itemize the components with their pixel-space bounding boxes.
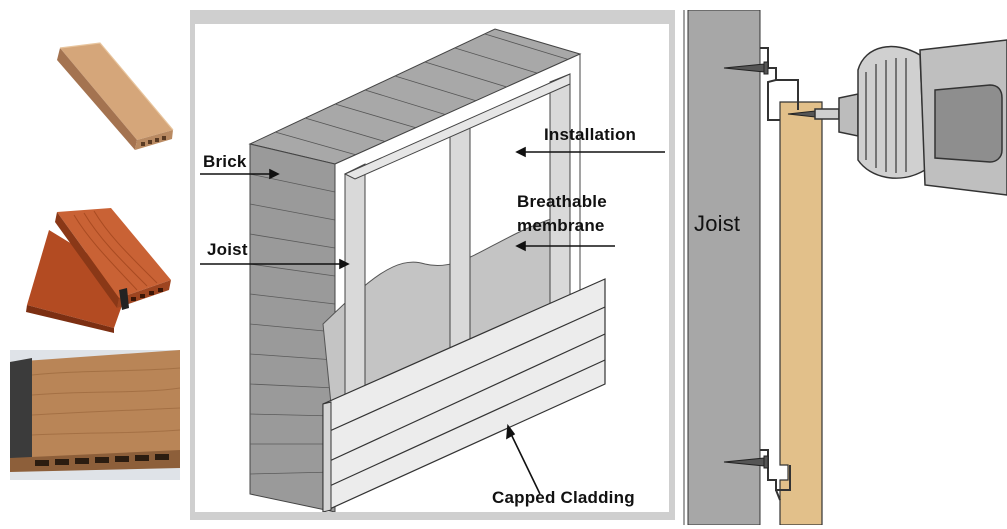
product-samples-column (0, 0, 185, 529)
label-detail-joist: Joist (694, 211, 741, 236)
label-capped-cladding: Capped Cladding (492, 488, 635, 507)
wall-section-diagram: Brick Joist Installation Breathable memb… (195, 24, 669, 512)
label-brick: Brick (203, 152, 247, 171)
wpc-board-light-brown-image (57, 42, 174, 150)
label-membrane: membrane (517, 216, 605, 235)
screw-icon (723, 455, 769, 469)
label-installation: Installation (544, 125, 637, 144)
fixing-detail-drawing (683, 10, 1007, 525)
drill-icon (814, 39, 1007, 196)
label-joist: Joist (207, 240, 248, 259)
wpc-board-teak-photo (10, 350, 180, 480)
fixing-detail-panel: Joist (680, 10, 1007, 525)
wall-section-panel: Brick Joist Installation Breathable memb… (190, 10, 675, 520)
screw-icon (723, 61, 769, 75)
label-breathable: Breathable (517, 192, 607, 211)
clip-icon (760, 47, 799, 121)
wpc-board-red-brown-image (26, 208, 171, 333)
wall-section-drawing (200, 28, 665, 512)
clip-icon (760, 449, 791, 501)
